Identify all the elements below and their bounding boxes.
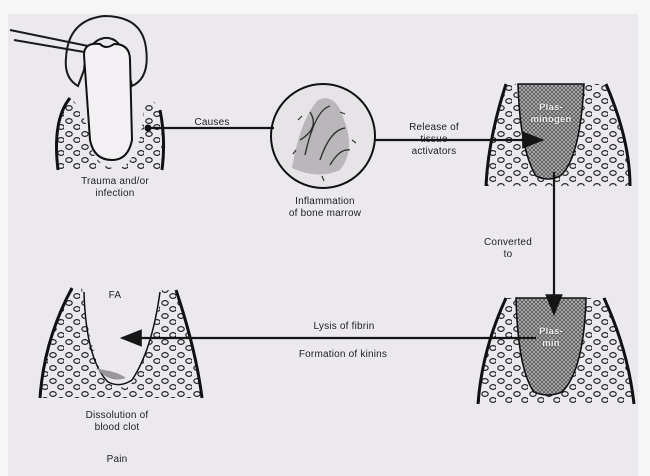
converted-label: Converted to bbox=[468, 237, 548, 261]
clot-caption: Dissolution of blood clot bbox=[62, 410, 172, 434]
inflammation-caption: Inflammation of bone marrow bbox=[270, 196, 380, 220]
kinins-label: Formation of kinins bbox=[268, 349, 418, 361]
pain-label: Pain bbox=[95, 454, 139, 466]
plasmin-label: Plas- min bbox=[520, 326, 582, 350]
socket-dry bbox=[40, 288, 202, 398]
socket-plasminogen bbox=[486, 84, 630, 186]
lysis-label: Lysis of fibrin bbox=[284, 321, 404, 333]
causes-label: Causes bbox=[182, 117, 242, 129]
release-label: Release of tissue activators bbox=[394, 122, 474, 158]
trauma-caption: Trauma and/or infection bbox=[60, 176, 170, 200]
fa-label: FA bbox=[100, 290, 130, 302]
socket-plasmin bbox=[478, 298, 634, 404]
bone-marrow-circle bbox=[271, 84, 375, 188]
plasminogen-label: Plas- minogen bbox=[520, 102, 582, 126]
